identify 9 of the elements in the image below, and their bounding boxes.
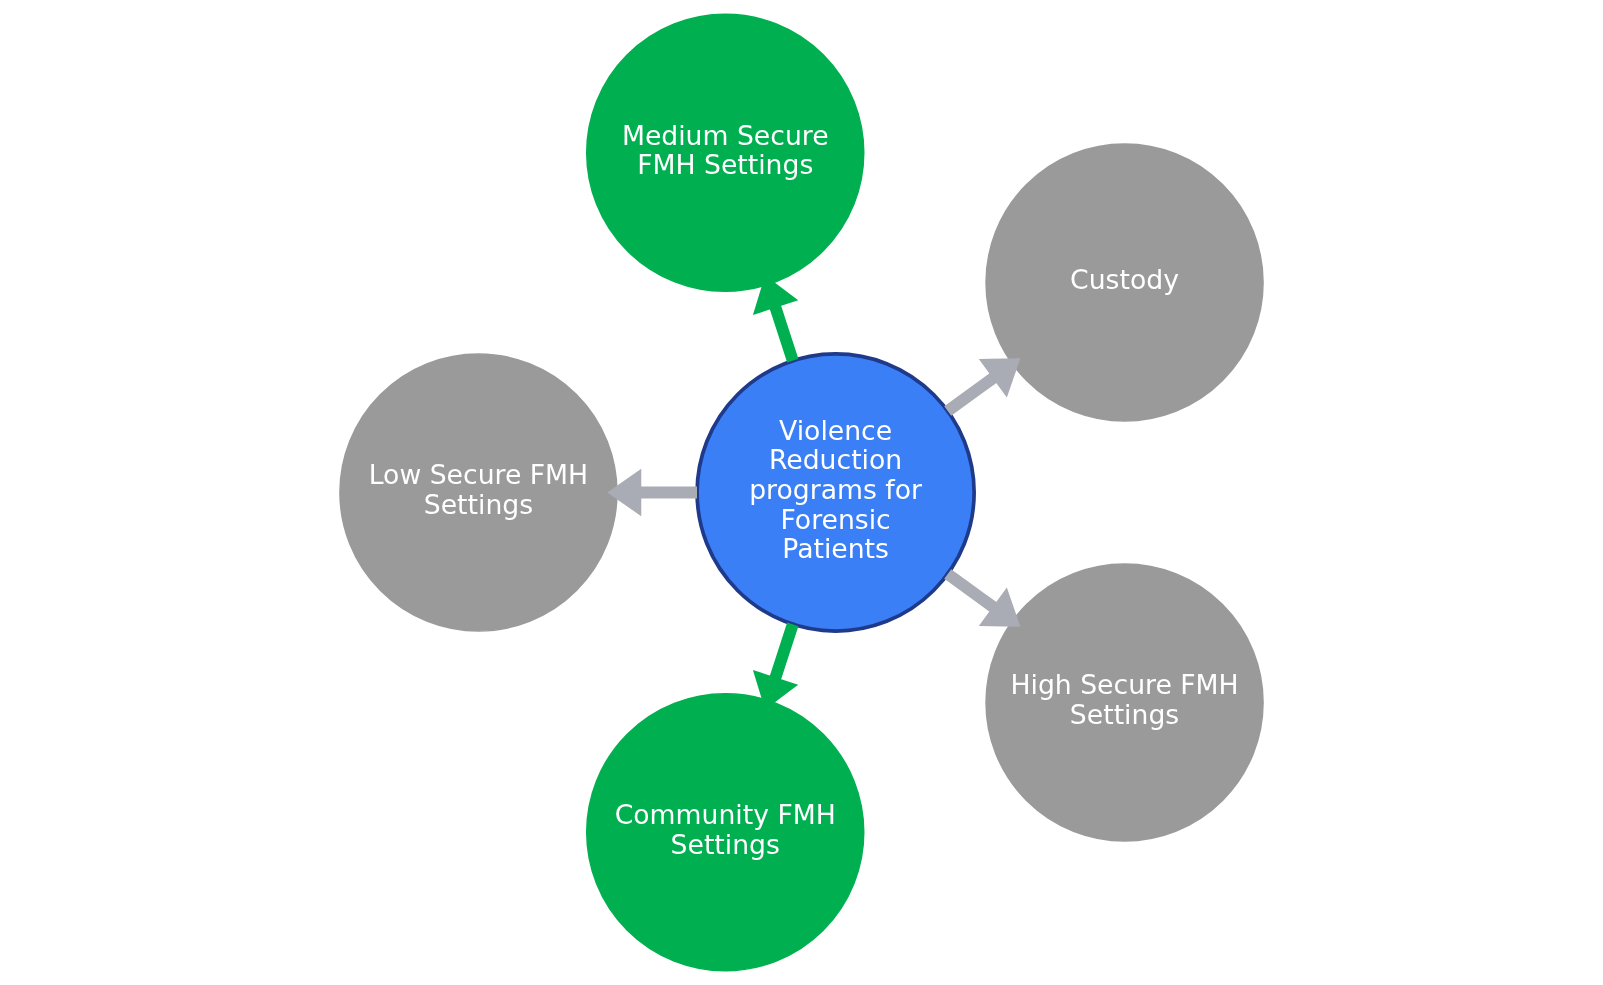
node-circle: High Secure FMH Settings — [985, 563, 1264, 842]
node-circle: Community FMH Settings — [585, 692, 865, 972]
arrow — [607, 468, 697, 517]
node-circle: Violence Reduction programs for Forensic Patients — [695, 352, 976, 633]
arrow — [944, 358, 1021, 416]
node-circle: Low Secure FMH Settings — [339, 353, 618, 632]
node-circle: Medium Secure FMH Settings — [585, 13, 865, 293]
node-circle: Custody — [985, 143, 1264, 422]
arrow — [944, 569, 1021, 627]
